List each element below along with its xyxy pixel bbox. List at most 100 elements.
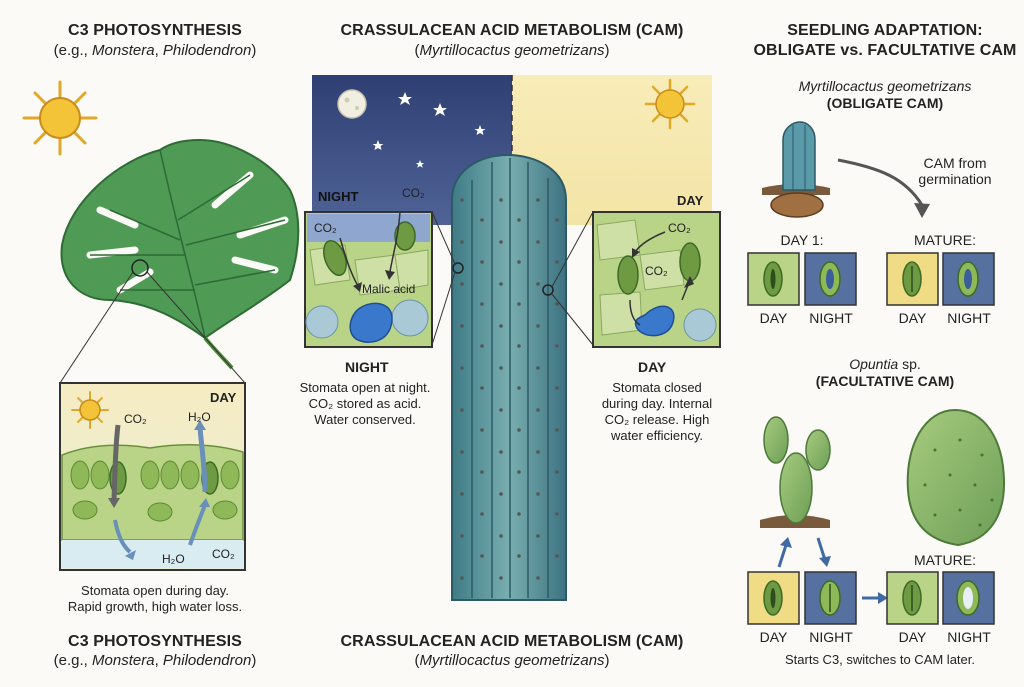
- opuntia-mature-pad-icon: [906, 408, 1006, 547]
- obligate-night-tile-label: NIGHT: [809, 310, 853, 326]
- c3-subtitle-sep: ,: [154, 42, 163, 59]
- cam-day-caption-line3: CO₂ release. High: [604, 412, 710, 427]
- cactus-areole: [517, 512, 521, 516]
- facultative-mature-night-label: NIGHT: [947, 629, 991, 645]
- c3-caption-line1: Stomata open during day.: [81, 583, 229, 598]
- obligate-day-tile-label: DAY: [759, 310, 788, 326]
- cam-subtitle: (Myrtillocactus geometrizans): [414, 42, 610, 59]
- cactus-column-icon: [431, 153, 594, 601]
- cactus-areole: [499, 282, 503, 286]
- facultative-mature-label: MATURE:: [914, 552, 976, 568]
- cactus-areole: [517, 428, 521, 432]
- cactus-areole: [480, 218, 484, 222]
- c3-subtitle-bottom: (e.g., Monstera, Philodendron): [20, 652, 290, 669]
- cactus-areole: [536, 534, 540, 538]
- facultative-species: Opuntia sp.: [750, 356, 1020, 372]
- cactus-areole: [536, 576, 540, 580]
- obligate-mature-label: MATURE:: [914, 232, 976, 248]
- cam-day-co2-a: CO₂: [668, 221, 691, 235]
- cactus-areole: [480, 428, 484, 432]
- cactus-areole: [499, 240, 503, 244]
- cactus-areole: [460, 240, 464, 244]
- cam-sun-icon: [644, 78, 696, 130]
- cactus-areole: [499, 534, 503, 538]
- c3-h2o-out-label: H₂O: [188, 410, 211, 424]
- cam-from-line1: CAM from: [923, 155, 987, 171]
- c3-subtitle-post: ): [251, 42, 257, 59]
- cactus-areole: [536, 324, 540, 328]
- monstera-leaf-icon: [59, 138, 300, 384]
- cactus-areole: [480, 260, 484, 264]
- cactus-areole: [555, 470, 559, 474]
- cam-day-caption: Stomata closed during day. Internal CO₂ …: [592, 380, 722, 444]
- cactus-areole: [499, 450, 503, 454]
- cam-night-caption-line1: Stomata open at night.: [299, 380, 431, 395]
- seedling-title-line2: OBLIGATE vs. FACULTATIVE CAM: [753, 42, 1017, 59]
- facultative-genus: Opuntia: [849, 356, 899, 372]
- cactus-areole: [536, 198, 540, 202]
- cactus-areole: [536, 450, 540, 454]
- cactus-areole: [499, 324, 503, 328]
- cactus-areole: [555, 512, 559, 516]
- cactus-areole: [536, 282, 540, 286]
- obligate-species: Myrtillocactus geometrizans: [798, 78, 972, 94]
- cactus-areole: [499, 492, 503, 496]
- cam-subtitle-bottom-species: Myrtillocactus geometrizans: [419, 652, 605, 669]
- cam-day-heading: DAY: [638, 359, 667, 375]
- opuntia-seedling-icon: [760, 416, 831, 568]
- c3-inset-day-label: DAY: [210, 390, 237, 405]
- c3-co2-out-label: CO₂: [212, 547, 235, 561]
- cam-subtitle-bottom: (Myrtillocactus geometrizans): [414, 652, 610, 669]
- c3-subtitle-bottom-post: ): [251, 652, 257, 669]
- cactus-areole: [555, 428, 559, 432]
- cactus-areole: [517, 260, 521, 264]
- cam-day-caption-line1: Stomata closed: [612, 380, 702, 395]
- cactus-areole: [460, 450, 464, 454]
- c3-title-bottom: C3 PHOTOSYNTHESIS: [68, 633, 242, 650]
- cactus-areole: [555, 344, 559, 348]
- c3-subtitle-pre: (e.g.,: [53, 42, 93, 59]
- cactus-areole: [460, 534, 464, 538]
- cam-day-caption-line4: water efficiency.: [610, 428, 703, 443]
- moon-icon: [337, 89, 367, 119]
- c3-subtitle-genus1: Monstera: [92, 42, 155, 59]
- cam-malic-acid-label: Malic acid: [362, 282, 416, 296]
- cactus-areole: [517, 386, 521, 390]
- c3-caption: Stomata open during day. Rapid growth, h…: [40, 583, 270, 615]
- cactus-areole: [499, 366, 503, 370]
- cactus-areole: [555, 302, 559, 306]
- cactus-areole: [460, 408, 464, 412]
- c3-caption-line2: Rapid growth, high water loss.: [67, 599, 243, 614]
- cactus-areole: [480, 344, 484, 348]
- c3-title: C3 PHOTOSYNTHESIS: [68, 22, 242, 39]
- facultative-day-tile-label: DAY: [759, 629, 788, 645]
- cactus-areole: [460, 492, 464, 496]
- cactus-areole: [499, 198, 503, 202]
- cactus-areole: [460, 366, 464, 370]
- obligate-label: (OBLIGATE CAM): [826, 95, 944, 111]
- cam-night-inset: [304, 211, 433, 348]
- facultative-caption: Starts C3, switches to CAM later.: [784, 652, 975, 667]
- c3-subtitle-bottom-pre: (e.g.,: [53, 652, 93, 669]
- cactus-areole: [517, 218, 521, 222]
- cam-day-tag: DAY: [677, 193, 704, 208]
- facultative-stomata-tiles: [747, 571, 995, 625]
- cactus-areole: [517, 344, 521, 348]
- cam-day-caption-line2: during day. Internal: [601, 396, 713, 411]
- cactus-areole: [517, 470, 521, 474]
- c3-subtitle-bottom-sep: ,: [154, 652, 163, 669]
- seedling-title-line1: SEEDLING ADAPTATION:: [787, 22, 983, 39]
- cam-night-caption: Stomata open at night. CO₂ stored as aci…: [290, 380, 440, 428]
- cam-title-bottom: CRASSULACEAN ACID METABOLISM (CAM): [340, 633, 684, 650]
- cam-night-co2-a: CO₂: [402, 186, 425, 200]
- cam-from-germination: CAM from germination: [900, 155, 1010, 187]
- cactus-areole: [480, 302, 484, 306]
- cam-title: CRASSULACEAN ACID METABOLISM (CAM): [340, 22, 684, 39]
- cactus-areole: [536, 240, 540, 244]
- cactus-areole: [480, 512, 484, 516]
- obligate-seedling-icon: [762, 121, 930, 218]
- sun-icon: [22, 80, 98, 156]
- obligate-mature-night-label: NIGHT: [947, 310, 991, 326]
- obligate-stomata-tiles: [747, 252, 995, 306]
- cactus-areole: [536, 492, 540, 496]
